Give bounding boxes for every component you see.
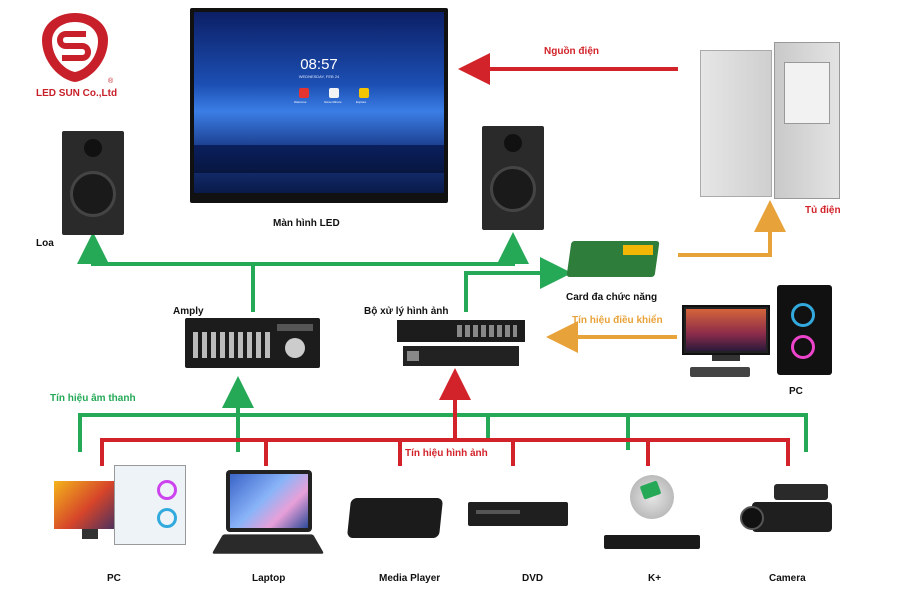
video-signal-label: Tín hiệu hình ảnh	[405, 448, 488, 459]
multifunction-card	[565, 237, 661, 281]
laptop-keyboard	[211, 534, 325, 554]
source-media-player	[343, 490, 448, 545]
right-speaker	[482, 126, 544, 230]
fan-icon	[791, 303, 815, 327]
volume-knob	[285, 338, 305, 358]
source-kplus	[604, 468, 704, 555]
source-pc-label: PC	[107, 573, 121, 584]
source-laptop	[211, 470, 325, 560]
cabinet-panel	[784, 62, 830, 124]
app-explore-icon	[359, 88, 369, 98]
source-dvd-label: DVD	[522, 573, 544, 584]
set-top-box	[604, 535, 700, 549]
source-kplus-label: K+	[648, 573, 662, 584]
tweeter-icon	[504, 134, 522, 152]
fan-icon	[157, 508, 177, 528]
card-label: Card đa chức năng	[566, 292, 658, 303]
app-explore-label: Explore	[356, 100, 367, 104]
card-connector	[623, 245, 653, 255]
source-camera-label: Camera	[769, 573, 806, 584]
logo-brand-text: LED SUN Co.,Ltd	[36, 88, 118, 99]
video-signal-bus	[100, 438, 790, 466]
ledsun-logo	[42, 13, 108, 82]
amp-display	[277, 324, 313, 331]
amply-to-right-speaker-line	[253, 232, 529, 266]
camera-lens-icon	[740, 506, 764, 530]
logo-registered-mark: ®	[108, 78, 114, 85]
app-welcome-icon	[299, 88, 309, 98]
source-dvd	[468, 502, 572, 530]
led-screen-display: 08:57 WEDNESDAY, FEB 24 Welcome ScreenSh…	[194, 12, 444, 193]
cabinet-power-line	[678, 200, 786, 257]
keyboard-icon	[690, 367, 750, 377]
woofer-icon	[490, 166, 536, 212]
laptop-screen	[226, 470, 312, 532]
processor-unit-top	[397, 320, 525, 342]
pc-right	[682, 285, 837, 385]
amply-label: Amply	[173, 306, 204, 317]
media-player-box	[346, 498, 444, 538]
app-screenshare-label: ScreenShare	[324, 100, 342, 104]
led-screen-label: Màn hình LED	[273, 218, 340, 229]
monitor-stand	[712, 355, 740, 361]
source-pc-tower	[114, 465, 186, 545]
camera-body	[752, 502, 832, 532]
processor-to-card-line	[464, 257, 572, 312]
pc-monitor	[682, 305, 770, 355]
led-screen: 08:57 WEDNESDAY, FEB 24 Welcome ScreenSh…	[190, 8, 448, 203]
speaker-label: Loa	[36, 238, 54, 249]
mountain-silhouette	[194, 145, 444, 173]
cabinet-label: Tủ điện	[805, 205, 841, 216]
amply-to-speakers-line	[77, 232, 255, 312]
satellite-dish-icon	[623, 468, 681, 526]
source-laptop-label: Laptop	[252, 573, 286, 584]
tweeter-icon	[84, 139, 102, 157]
dvd-player-box	[468, 502, 568, 526]
cabinet-door	[700, 50, 772, 197]
control-signal-label: Tín hiệu điều khiển	[572, 315, 663, 326]
audio-signal-label: Tín hiệu âm thanh	[50, 393, 136, 404]
amplifier	[185, 318, 320, 368]
amp-knobs	[193, 332, 273, 358]
left-speaker	[62, 131, 124, 235]
audio-signal-bus	[78, 413, 808, 452]
fan-icon	[157, 480, 177, 500]
image-processor	[397, 320, 525, 368]
source-media-player-label: Media Player	[379, 573, 441, 584]
screen-date: WEDNESDAY, FEB 24	[298, 74, 340, 79]
app-screenshare-icon	[329, 88, 339, 98]
power-label: Nguồn điện	[544, 46, 599, 57]
app-welcome-label: Welcome	[294, 100, 307, 104]
fan-icon	[791, 335, 815, 359]
electrical-cabinet	[700, 42, 840, 199]
screen-time: 08:57	[300, 56, 338, 73]
pc-right-label: PC	[789, 386, 803, 397]
processor-label: Bộ xử lý hình ảnh	[364, 306, 449, 317]
source-pc	[54, 465, 192, 547]
camera-handle	[774, 484, 828, 500]
source-camera	[740, 480, 840, 550]
woofer-icon	[70, 171, 116, 217]
pc-tower	[777, 285, 832, 375]
processor-unit-bottom	[403, 346, 519, 366]
